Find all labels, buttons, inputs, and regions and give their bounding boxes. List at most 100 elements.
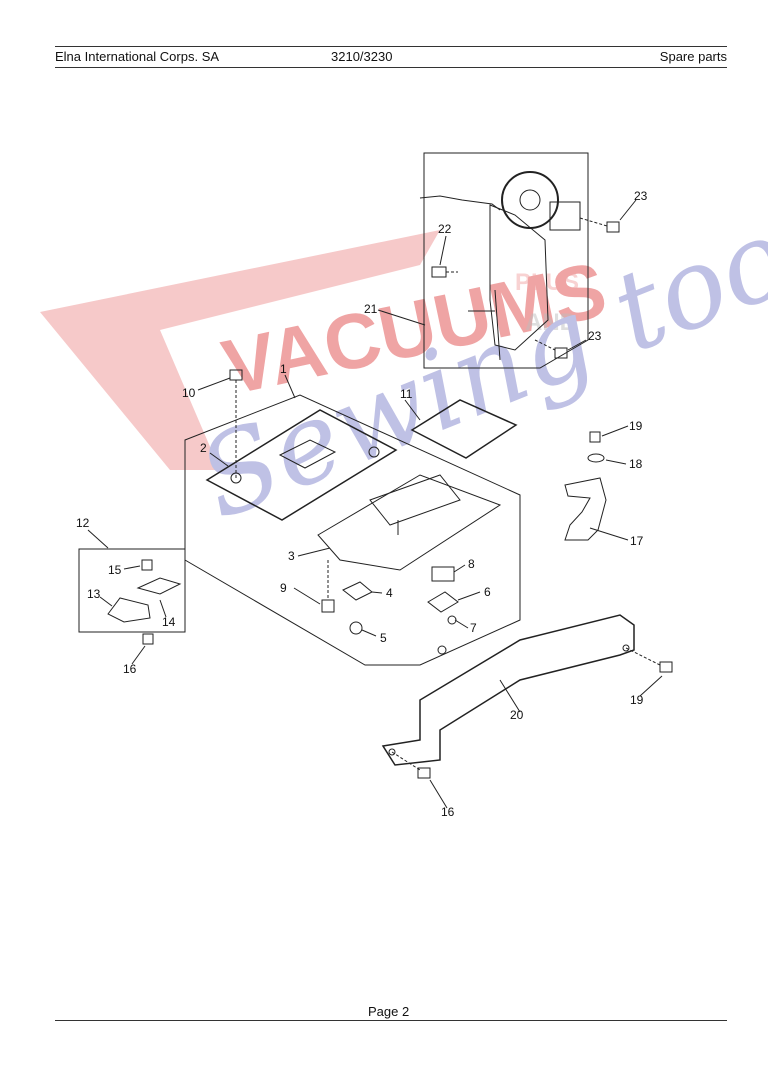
base-plate <box>317 474 502 571</box>
leader-2 <box>209 452 229 467</box>
leader-16a <box>131 645 146 665</box>
part-14 <box>136 577 182 595</box>
part-6 <box>427 591 459 613</box>
leader-14 <box>159 599 167 618</box>
part-7-screw-a <box>447 615 457 625</box>
screw-23-top <box>579 217 620 233</box>
label-9: 9 <box>280 581 287 595</box>
label-23a: 23 <box>634 189 648 203</box>
part-16-screw-b <box>417 767 431 779</box>
section-title: Spare parts <box>659 49 727 64</box>
label-17: 17 <box>630 534 644 548</box>
watermark-small-2: AND <box>525 309 577 336</box>
part-15-screw <box>141 559 153 571</box>
label-11: 11 <box>400 387 413 401</box>
part-20-rail <box>381 614 635 766</box>
leader-13 <box>99 596 113 607</box>
label-3: 3 <box>288 549 295 563</box>
label-22: 22 <box>438 222 452 236</box>
leader-19a <box>601 425 629 437</box>
part-17-bracket <box>564 477 607 541</box>
leader-20 <box>499 679 521 713</box>
leader-8 <box>453 564 466 573</box>
part-10-screw <box>229 369 243 381</box>
page-header: Elna International Corps. SA 3210/3230 S… <box>55 46 727 68</box>
leader-4 <box>371 591 383 594</box>
needle-plate-assembly-frame <box>184 394 521 666</box>
leader-9 <box>293 587 321 605</box>
label-6: 6 <box>484 585 491 599</box>
model-number: 3210/3230 <box>331 49 393 64</box>
leader-22 <box>439 235 447 266</box>
page-footer: Page 2 <box>55 1004 727 1021</box>
rail-guide-right <box>625 647 661 666</box>
part-4 <box>342 581 373 601</box>
part-16-screw-a <box>142 633 154 645</box>
leader-19b <box>639 675 663 697</box>
leader-18 <box>605 459 627 465</box>
watermark: VACUUMS PLUS AND Sewing too <box>40 192 768 544</box>
part-7-screw-b <box>437 645 447 655</box>
base-plate-slot <box>369 474 461 526</box>
bracket-leg <box>494 289 501 361</box>
feed-dog-slots <box>278 439 337 469</box>
label-14: 14 <box>162 615 176 629</box>
company-name: Elna International Corps. SA <box>55 49 220 64</box>
gear-hub <box>519 189 541 211</box>
leader-15 <box>123 565 141 570</box>
label-16a: 16 <box>123 662 137 676</box>
needle-plate <box>205 409 398 521</box>
rail-guide-left <box>391 751 421 771</box>
watermark-swoosh <box>40 230 440 470</box>
leader-1 <box>284 374 296 399</box>
motor-shaft <box>419 195 501 211</box>
rail-hole-right <box>622 644 630 652</box>
label-15: 15 <box>108 563 122 577</box>
leader-23a <box>619 199 637 221</box>
motor-bracket <box>489 204 549 351</box>
motor-assembly-frame <box>423 152 589 369</box>
label-5: 5 <box>380 631 387 645</box>
label-21: 21 <box>364 302 378 316</box>
leader-17 <box>589 527 629 541</box>
label-23b: 23 <box>588 329 602 343</box>
leader-5 <box>361 629 377 637</box>
part-19-screw-a <box>589 431 601 443</box>
screw-22 <box>431 266 458 278</box>
leader-11 <box>404 399 421 421</box>
leader-3 <box>297 547 331 557</box>
label-4: 4 <box>386 586 393 600</box>
rail-hole-left <box>388 748 396 756</box>
part-18-washer <box>587 453 605 463</box>
inset-frame <box>78 548 186 633</box>
part-labels: 1 2 3 4 5 6 7 8 9 10 11 12 13 14 15 16 1… <box>76 189 648 819</box>
leader-12 <box>87 529 109 549</box>
motor-switch <box>549 201 581 231</box>
leader-7 <box>454 619 469 629</box>
label-20: 20 <box>510 708 524 722</box>
leader-23b <box>567 339 587 351</box>
part-19-screw-b <box>659 661 673 673</box>
cover-plate <box>410 399 518 459</box>
leader-10 <box>197 377 231 391</box>
leader-6 <box>457 591 481 601</box>
label-10: 10 <box>182 386 196 400</box>
label-2: 2 <box>200 441 207 455</box>
label-16b: 16 <box>441 805 455 819</box>
part-8 <box>431 566 455 582</box>
part-13 <box>107 597 151 623</box>
label-13: 13 <box>87 587 101 601</box>
label-12: 12 <box>76 516 90 530</box>
leader-16b <box>429 779 448 809</box>
page-number: Page 2 <box>368 1004 410 1019</box>
label-18: 18 <box>629 457 643 471</box>
label-1: 1 <box>280 362 287 376</box>
part-5-washer <box>349 621 363 635</box>
label-8: 8 <box>468 557 475 571</box>
part-9-screw <box>321 599 335 613</box>
label-19b: 19 <box>630 693 644 707</box>
screw-23-bottom <box>534 339 568 359</box>
needle-plate-screw-hole-2 <box>368 446 380 458</box>
leader-21 <box>377 309 426 326</box>
